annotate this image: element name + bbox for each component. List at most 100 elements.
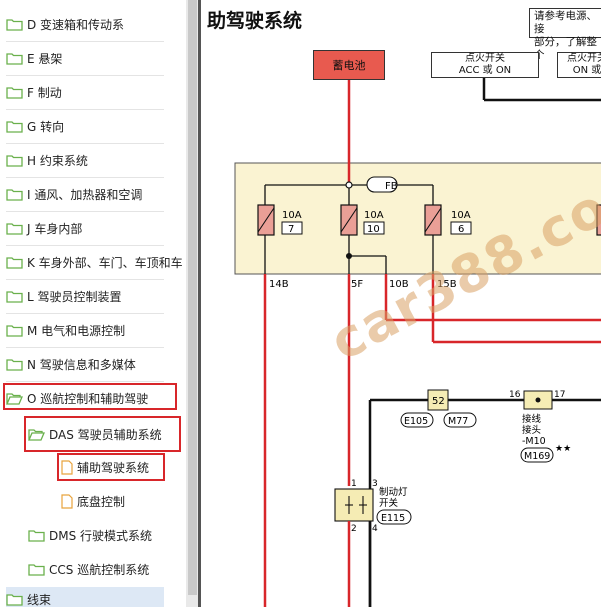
tree-item-dms[interactable]: DMS 行驶模式系统 bbox=[28, 521, 180, 549]
tree-item-f[interactable]: F 制动 bbox=[6, 78, 186, 106]
battery-box: 蓄电池 bbox=[313, 50, 385, 80]
pin-17: 17 bbox=[554, 390, 565, 400]
tree-item-i[interactable]: I 通风、加热器和空调 bbox=[6, 180, 186, 208]
fuse-7-amp: 10A bbox=[282, 210, 302, 221]
tree-separator bbox=[6, 313, 164, 314]
folder-icon bbox=[28, 563, 45, 576]
scrollbar-thumb[interactable] bbox=[188, 0, 197, 595]
splice-line: 接头 bbox=[522, 424, 541, 436]
tree-item-label: L 驾驶员控制装置 bbox=[27, 289, 122, 304]
tree-separator bbox=[6, 211, 164, 212]
folder-icon bbox=[6, 18, 23, 31]
ignition-label: 点火开关 bbox=[465, 53, 505, 64]
conn-e115: E115 bbox=[381, 513, 405, 524]
splice-line: -M10 bbox=[522, 436, 546, 447]
splice-line: 接线 bbox=[522, 413, 542, 425]
highlight-box bbox=[24, 416, 181, 452]
panel-divider[interactable] bbox=[198, 0, 201, 607]
tree-item-label: I 通风、加热器和空调 bbox=[27, 187, 143, 202]
tree-item-chassis[interactable]: 底盘控制 bbox=[61, 487, 171, 515]
open-folder-icon bbox=[6, 392, 23, 405]
tree-item-label: 底盘控制 bbox=[77, 494, 126, 509]
tree-separator bbox=[6, 109, 164, 110]
ignition-switch-box: 点火开关 ACC 或 ON bbox=[431, 52, 539, 78]
brake-switch bbox=[334, 488, 374, 522]
tree-item-label: M 电气和电源控制 bbox=[27, 323, 126, 338]
tree-item-g[interactable]: G 转向 bbox=[6, 112, 186, 140]
circuit-svg: FB 10A 7 10A 10 10A 6 14B 5F 10B 15B 52 … bbox=[234, 78, 601, 607]
tree-separator bbox=[6, 381, 164, 382]
document-icon bbox=[61, 459, 73, 475]
tree-item-label: N 驾驶信息和多媒体 bbox=[27, 357, 136, 372]
folder-icon bbox=[6, 358, 23, 371]
folder-icon bbox=[6, 52, 23, 65]
pin-2: 2 bbox=[351, 524, 357, 534]
tree-item-n[interactable]: N 驾驶信息和多媒体 bbox=[6, 350, 186, 378]
ignition-label: ACC 或 ON bbox=[458, 65, 512, 76]
document-icon bbox=[61, 493, 73, 509]
folder-icon bbox=[6, 188, 23, 201]
pin-4: 4 bbox=[372, 524, 378, 534]
tree-item-k[interactable]: K 车身外部、车门、车顶和车 bbox=[6, 248, 186, 276]
tree-item-l[interactable]: L 驾驶员控制装置 bbox=[6, 282, 186, 310]
folder-icon bbox=[28, 529, 45, 542]
fb-label: FB bbox=[385, 181, 398, 192]
ignition-label: ON 或 bbox=[572, 65, 601, 76]
fuse-block bbox=[234, 162, 601, 275]
connector-52 bbox=[427, 389, 449, 411]
tree-item-j[interactable]: J 车身内部 bbox=[6, 214, 186, 242]
terminal-5f: 5F bbox=[351, 279, 363, 290]
folder-icon bbox=[6, 120, 23, 133]
tree-item-label: 辅助驾驶系统 bbox=[77, 460, 150, 475]
tree-separator bbox=[6, 245, 164, 246]
folder-icon bbox=[6, 290, 23, 303]
tree-item-das[interactable]: DAS 驾驶员辅助系统 bbox=[28, 420, 180, 448]
tree-item-m[interactable]: M 电气和电源控制 bbox=[6, 316, 186, 344]
tree-item-label: G 转向 bbox=[27, 119, 65, 134]
switch-label: 制动灯 bbox=[379, 486, 408, 498]
folder-icon bbox=[6, 593, 23, 606]
folder-icon bbox=[6, 86, 23, 99]
folder-icon bbox=[6, 154, 23, 167]
connector-52-label: 52 bbox=[432, 396, 445, 407]
diagram-title: 助驾驶系统 bbox=[207, 10, 303, 32]
category-tree: D 变速箱和传动系 E 悬架 F 制动 G 转向 H 约束系统 I 通风、加热器… bbox=[0, 0, 186, 607]
fuse-7-num: 7 bbox=[288, 224, 294, 235]
folder-icon bbox=[6, 222, 23, 235]
tree-item-h[interactable]: H 约束系统 bbox=[6, 146, 186, 174]
fuse-10-amp: 10A bbox=[364, 210, 384, 221]
pin-1: 1 bbox=[351, 479, 357, 489]
note-line: 部分，了解整个 bbox=[534, 36, 597, 61]
fb-label-oval bbox=[366, 176, 398, 193]
tree-item-label: D 变速箱和传动系 bbox=[27, 17, 125, 32]
tree-item-label: E 悬架 bbox=[27, 51, 63, 66]
tree-item-ccs[interactable]: CCS 巡航控制系统 bbox=[28, 555, 180, 583]
tree-separator bbox=[6, 143, 164, 144]
tree-item-e[interactable]: E 悬架 bbox=[6, 44, 186, 72]
row-background bbox=[6, 587, 164, 607]
folder-icon bbox=[6, 256, 23, 269]
tree-item-d[interactable]: D 变速箱和传动系 bbox=[6, 10, 186, 38]
tree-item-assist-driving[interactable]: 辅助驾驶系统 bbox=[61, 453, 165, 481]
terminal-10b: 10B bbox=[389, 279, 409, 290]
fuse-6-num: 6 bbox=[458, 224, 464, 235]
tree-item-label: F 制动 bbox=[27, 85, 62, 100]
fuse-10-num: 10 bbox=[367, 224, 380, 235]
tree-item-harness[interactable]: 线束 bbox=[6, 588, 186, 607]
conn-m77: M77 bbox=[448, 416, 468, 427]
tree-separator bbox=[6, 75, 164, 76]
open-folder-icon bbox=[28, 428, 45, 441]
tree-separator bbox=[6, 347, 164, 348]
tree-separator bbox=[6, 279, 164, 280]
switch-label: 开关 bbox=[379, 497, 399, 509]
tree-item-label: CCS 巡航控制系统 bbox=[49, 562, 150, 577]
tree-item-o[interactable]: O 巡航控制和辅助驾驶 bbox=[6, 384, 176, 412]
wiring-diagram: 助驾驶系统 请参考电源、接 部分，了解整个 bbox=[201, 0, 601, 607]
tree-item-label: O 巡航控制和辅助驾驶 bbox=[27, 391, 149, 406]
ignition-label: 点火开关 bbox=[567, 53, 601, 64]
tree-item-label: 线束 bbox=[27, 592, 52, 607]
tree-item-label: DAS 驾驶员辅助系统 bbox=[49, 427, 162, 442]
tree-item-label: DMS 行驶模式系统 bbox=[49, 528, 153, 543]
folder-icon bbox=[6, 324, 23, 337]
fuse-partial bbox=[596, 204, 601, 236]
